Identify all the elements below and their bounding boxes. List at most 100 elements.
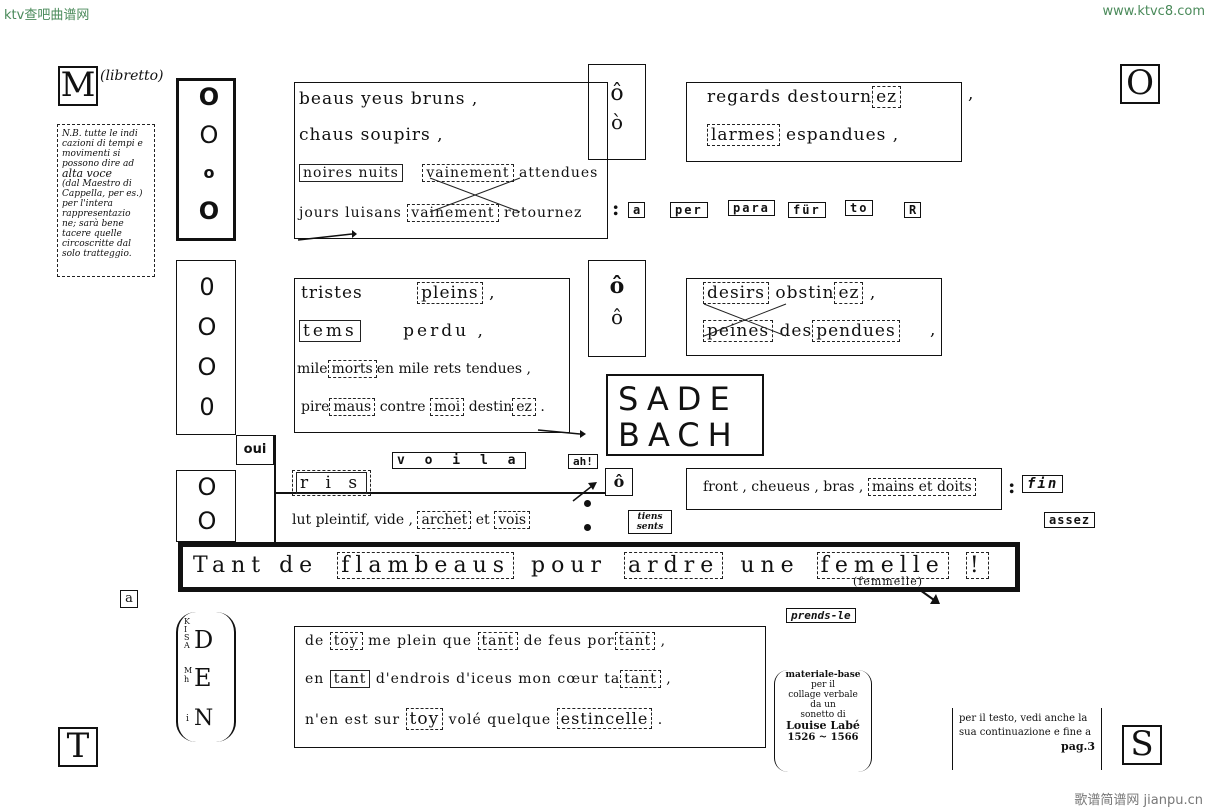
boxed-word: ez <box>512 398 536 416</box>
boxed-word: ardre <box>624 552 724 579</box>
stanza-line: noires nuits vainement attendues <box>299 164 598 182</box>
corner-letter-o: O <box>1120 64 1160 104</box>
word: , <box>489 283 496 303</box>
word: pire <box>301 399 330 415</box>
fin-tag: fin <box>1022 475 1064 493</box>
n-letter: N <box>194 706 214 731</box>
tiens-tag: tiens sents <box>628 510 672 534</box>
word: et <box>475 512 490 528</box>
nb-line: ne; sarà bene <box>62 219 124 229</box>
word: , <box>869 283 877 303</box>
o-grave: ò <box>610 110 624 134</box>
word: pour <box>531 553 608 578</box>
materiale-line: collage verbale <box>788 690 858 700</box>
materiale-line: Louise Labé <box>786 719 860 732</box>
word: de <box>305 633 325 649</box>
boxed-word: desirs <box>703 282 769 304</box>
o-column-lower: O O <box>176 470 236 542</box>
arrow-icon <box>572 482 597 502</box>
oui-box: oui <box>236 435 274 465</box>
ah-tag: ah! <box>568 454 598 469</box>
nb-line: (dal Maestro di <box>62 179 132 189</box>
comma: , <box>930 320 936 340</box>
hat-box-2: ô ô <box>588 260 646 357</box>
boxed-word: mains et doits <box>867 478 976 496</box>
boxed-word: moi <box>430 398 465 416</box>
boxed-word: vois <box>494 511 531 529</box>
o-glyph: O <box>199 121 219 149</box>
stanza-line: jours luisans vainement retournez <box>299 204 582 222</box>
nb-line: movimenti si <box>62 149 121 159</box>
materiale-line: per il <box>810 680 835 690</box>
o-glyph: O <box>197 313 217 341</box>
materiale-line: 1526 ~ 1566 <box>787 732 859 743</box>
tant-banner: Tant de flambeaus pour ardre une femelle… <box>178 542 1020 592</box>
nb-line: per l'intera <box>62 199 113 209</box>
word: . <box>657 712 664 728</box>
boxed-word: tant <box>477 632 519 650</box>
tag-fur: für <box>788 202 826 218</box>
tant-line: Tant de flambeaus pour ardre une femelle… <box>193 552 989 579</box>
stanza-line: tristes pleins , <box>301 282 496 304</box>
bach-text: BACH <box>618 416 740 454</box>
boxed-word: toy <box>329 632 363 650</box>
word: n'en est sur <box>305 712 401 728</box>
cross-lines <box>429 177 521 213</box>
lut-line: lut pleintif, vide , archet et vois <box>292 511 531 529</box>
boxed-word: noires nuits <box>299 164 403 182</box>
word: tristes <box>301 283 363 303</box>
word: front , cheueus , bras , <box>703 479 864 495</box>
arrow-icon <box>297 230 357 241</box>
per-testo-line: per il testo, vedi anche la <box>959 713 1088 724</box>
nb-line: cazioni di tempi e <box>62 139 143 149</box>
hat-box-1: ô ò <box>588 64 646 160</box>
dot <box>584 524 591 531</box>
word: une <box>740 553 800 578</box>
boxed-word: tems <box>299 320 361 342</box>
boxed-word: larmes <box>707 124 780 146</box>
boxed-word: tant <box>614 632 656 650</box>
n-prefix: i <box>186 714 189 724</box>
divider-line <box>276 492 606 494</box>
word: obstin <box>775 283 835 303</box>
o-column-middle: 0 O O 0 <box>176 260 236 435</box>
boxed-word: archet <box>417 511 472 529</box>
assez-tag: assez <box>1044 512 1096 528</box>
nb-line: Cappella, per es.) <box>62 189 143 199</box>
word: jours luisans <box>299 205 402 221</box>
watermark-right: www.ktvc8.com <box>1102 4 1205 19</box>
nb-line: tacere quelle <box>62 229 122 239</box>
nb-line: N.B. tutte le indi <box>62 129 138 139</box>
stanza-line: chaus soupirs , <box>299 125 444 145</box>
front-line: front , cheueus , bras , mains et doits <box>703 478 976 496</box>
word: Tant de <box>193 553 319 578</box>
boxed-word: morts <box>327 360 377 378</box>
word: des <box>779 321 813 341</box>
boxed-word: toy <box>405 708 444 730</box>
o-glyph: O <box>197 473 217 501</box>
o-glyph: O <box>198 197 220 225</box>
colon: : <box>1008 474 1016 498</box>
boxed-word: estincelle <box>556 708 653 729</box>
per-testo-line: sua continuazione e fine a <box>959 727 1092 738</box>
word: me plein que <box>368 633 473 649</box>
ris-dashed-frame: r i s <box>292 470 372 496</box>
o-glyph: 0 <box>199 273 215 301</box>
connector-line <box>274 435 276 542</box>
tag-r: R <box>904 202 922 218</box>
tag-per: per <box>670 202 708 218</box>
o-glyph: O <box>197 353 217 381</box>
boxed-word: flambeaus <box>337 552 515 579</box>
word: regards destourn <box>707 87 873 107</box>
watermark-bottom: 歌谱简谱网 jianpu.cn <box>1074 793 1203 808</box>
boxed-word: pleins <box>417 282 483 304</box>
boxed-word: femelle <box>816 552 949 579</box>
word: lut pleintif, vide , <box>292 512 414 528</box>
